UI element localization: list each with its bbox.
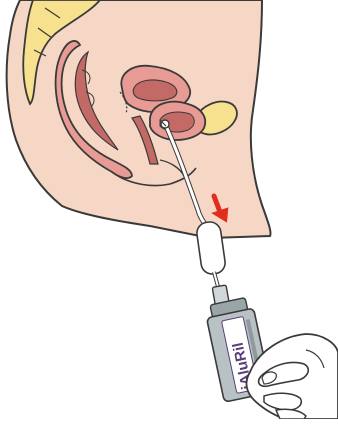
uterus-cavity (133, 80, 177, 101)
catheter-tip (161, 120, 169, 128)
